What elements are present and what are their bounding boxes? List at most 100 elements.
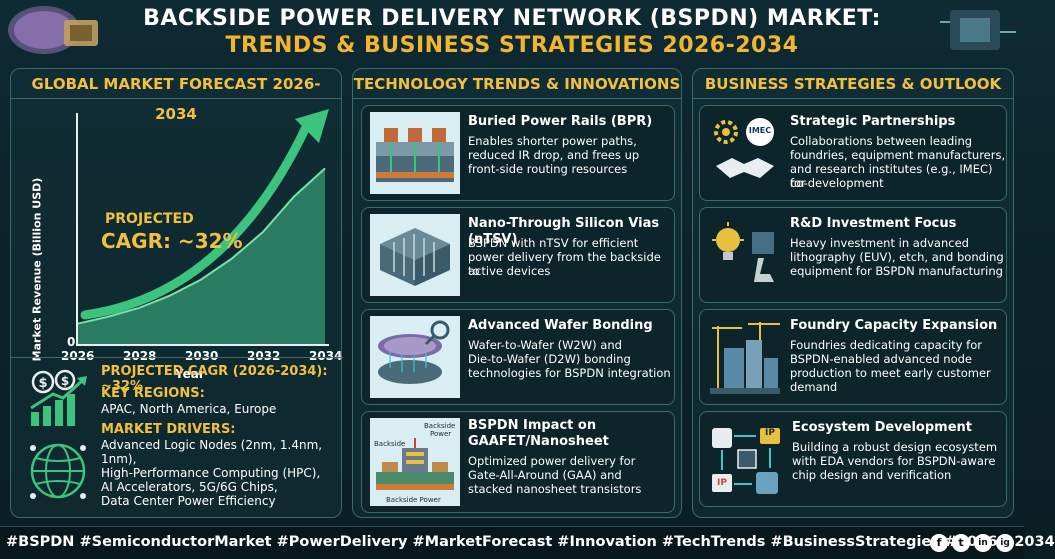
tech-item-title: BSPDN Impact on xyxy=(468,418,597,433)
svg-text:$: $ xyxy=(61,374,69,388)
tech-item-text: active devices xyxy=(468,264,551,278)
key-regions-title: KEY REGIONS: xyxy=(101,386,205,401)
tech-item-text: Gate-All-Around (GAA) and xyxy=(468,468,622,482)
strategy-rnd: R&D Investment Focus Heavy investment in… xyxy=(699,207,1007,303)
tech-item-text: Wafer-to-Wafer (W2W) and xyxy=(468,338,622,352)
x-axis-label: Year xyxy=(175,367,205,381)
tech-item-wafer-bonding: Advanced Wafer Bonding Wafer-to-Wafer (W… xyxy=(361,309,675,405)
wafer-chip-decoration xyxy=(8,6,98,54)
footer: #BSPDN #SemiconductorMarket #PowerDelive… xyxy=(0,526,1055,559)
strategy-title: R&D Investment Focus xyxy=(790,216,957,231)
strategy-text: chip design and verification xyxy=(792,468,952,482)
diagram-label-backside-power-top: Backside xyxy=(424,422,456,430)
strategy-text: Heavy investment in advanced xyxy=(790,236,969,250)
market-driver-line: Data Center Power Efficiency xyxy=(101,494,276,508)
market-driver-line: AI Accelerators, 5G/6G Chips, xyxy=(101,480,278,494)
buried-power-rails-icon xyxy=(370,112,460,194)
tech-item-title: Nano-Through Silicon Vias (nTSV) xyxy=(468,216,660,247)
ip-badge: IP xyxy=(765,428,775,438)
market-driver-line: High-Performance Computing (HPC), xyxy=(101,466,321,480)
tech-item-text: reduced IR drop, and frees up xyxy=(468,148,640,162)
technology-trends-title: TECHNOLOGY TRENDS & INNOVATIONS xyxy=(353,69,681,99)
tech-item-text: BSPDN with nTSV for efficient xyxy=(468,236,639,250)
strategy-partnerships: IMEC Strategic Partnerships Collaboratio… xyxy=(699,105,1007,201)
facebook-icon[interactable]: f xyxy=(930,534,948,552)
market-forecast-panel: GLOBAL MARKET FORECAST 2026-2034 Market … xyxy=(10,68,343,519)
twitter-icon[interactable]: t xyxy=(952,534,970,552)
strategy-text: Building a robust design ecosystem xyxy=(792,440,998,454)
projected-label: PROJECTED xyxy=(105,211,194,227)
tech-item-ntsv: Nano-Through Silicon Vias (nTSV) BSPDN w… xyxy=(361,207,675,303)
ip-badge: IP xyxy=(717,478,727,488)
y-axis-label: Market Revenue (Billion USD) xyxy=(30,177,44,362)
tech-item-text: stacked nanosheet transistors xyxy=(468,482,642,496)
strategy-title: Foundry Capacity Expansion xyxy=(790,318,998,333)
ecosystem-cycle-icon xyxy=(712,428,780,494)
growth-arrow-head xyxy=(295,109,329,143)
tech-item-text: power delivery from the backside to xyxy=(468,250,661,278)
tech-item-text: Die-to-Wafer (D2W) bonding xyxy=(468,352,631,366)
tech-item-title-line2: GAAFET/Nanosheet xyxy=(468,434,609,449)
diagram-label-backside: Backside xyxy=(374,440,406,448)
x-tick-label: 2028 xyxy=(123,349,157,363)
revenue-line xyxy=(76,167,326,325)
strategy-text: and research institutes (e.g., IMEC) for xyxy=(790,162,993,190)
market-forecast-title: GLOBAL MARKET FORECAST 2026-2034 xyxy=(11,69,341,123)
strategy-text: production to meet early customer demand xyxy=(790,366,991,394)
chart-axes xyxy=(76,113,329,346)
strategy-text: equipment for BSPDN manufacturing xyxy=(790,264,1003,278)
market-drivers-title: MARKET DRIVERS: xyxy=(101,422,236,437)
lightbulb-microscope-icon xyxy=(712,222,774,282)
key-regions-text: APAC, North America, Europe xyxy=(101,402,277,416)
strategy-text: Foundries dedicating capacity for xyxy=(790,338,982,352)
handshake-gear-icon xyxy=(714,118,774,178)
x-tick-label: 2026 xyxy=(61,349,95,363)
tech-item-title: Buried Power Rails (BPR) xyxy=(468,114,653,129)
x-tick-label: 2034 xyxy=(309,349,343,363)
tech-item-text: Enables shorter power paths, xyxy=(468,134,637,148)
strategy-text: with EDA vendors for BSPDN-aware xyxy=(792,454,996,468)
tech-item-bpr: Buried Power Rails (BPR) Enables shorter… xyxy=(361,105,675,201)
header: BACKSIDE POWER DELIVERY NETWORK (BSPDN) … xyxy=(0,0,1024,64)
growth-arrow xyxy=(80,120,312,320)
strategy-title: Ecosystem Development xyxy=(792,420,972,435)
linkedin-icon[interactable]: in xyxy=(974,534,992,552)
globe-network-icon xyxy=(30,443,86,499)
page-subtitle: TRENDS & BUSINESS STRATEGIES 2026-2034 xyxy=(225,33,799,58)
tech-item-gaafet: Backside Backside Power Backside Power B… xyxy=(361,411,675,513)
tech-item-title: Advanced Wafer Bonding xyxy=(468,318,653,333)
money-growth-icon: $ $ xyxy=(30,369,87,426)
instagram-icon[interactable]: ig xyxy=(996,534,1014,552)
strategy-capacity: Foundry Capacity Expansion Foundries ded… xyxy=(699,309,1007,405)
business-strategies-panel: BUSINESS STRATEGIES & OUTLOOK IMEC Strat… xyxy=(692,68,1014,518)
market-summary: $ $ PROJECTED CAGR (2026-2034): ~32% KEY… xyxy=(11,357,343,519)
tech-item-text: front-side routing resources xyxy=(468,162,628,176)
hashtags: #BSPDN #SemiconductorMarket #PowerDelive… xyxy=(6,534,1055,550)
market-drivers-list: Advanced Logic Nodes (2nm, 1.4nm, 1nm), … xyxy=(101,438,343,508)
y-axis-zero-label: 0 xyxy=(67,335,76,349)
strategy-text: BSPDN-enabled advanced node xyxy=(790,352,973,366)
technology-trends-panel: TECHNOLOGY TRENDS & INNOVATIONS Buried P… xyxy=(352,68,682,518)
projected-cagr: PROJECTED CAGR (2026-2034): ~32% xyxy=(101,364,328,394)
diagram-label-backside-power-bottom: Backside Power xyxy=(386,496,441,504)
x-tick-label: 2032 xyxy=(247,349,281,363)
factory-cranes-icon xyxy=(710,322,780,394)
strategy-title: Strategic Partnerships xyxy=(790,114,956,129)
x-tick-label: 2030 xyxy=(185,349,219,363)
revenue-area xyxy=(77,168,325,345)
strategy-ecosystem: IP IP Ecosystem Development Building a r… xyxy=(699,411,1007,507)
strategy-text: co-development xyxy=(790,176,884,190)
gaafet-diagram-icon xyxy=(370,418,460,506)
strategy-text: foundries, equipment manufacturers, xyxy=(790,148,1006,162)
circuit-decoration xyxy=(940,10,1016,50)
market-chart: Market Revenue (Billion USD) 0 PROJECTED… xyxy=(19,103,342,385)
tech-item-text: Optimized power delivery for xyxy=(468,454,636,468)
tech-item-text: technologies for BSPDN integration xyxy=(468,366,671,380)
market-driver-line: Advanced Logic Nodes (2nm, 1.4nm, 1nm), xyxy=(101,438,323,466)
page-title: BACKSIDE POWER DELIVERY NETWORK (BSPDN) … xyxy=(143,6,881,31)
diagram-label-power-top: Power xyxy=(430,430,452,438)
market-chart-svg xyxy=(76,109,329,346)
strategy-text: lithography (EUV), etch, and bonding xyxy=(790,250,1004,264)
wafer-bonding-icon xyxy=(370,316,460,398)
svg-text:$: $ xyxy=(38,376,47,391)
